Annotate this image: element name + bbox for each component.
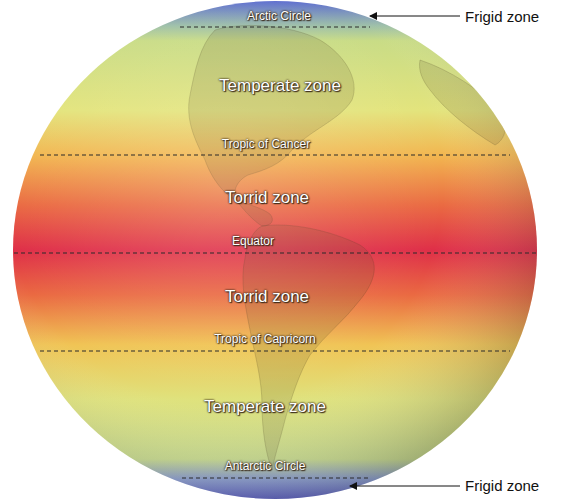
leader-line [350,486,460,487]
zone-label: Temperate zone [204,397,326,417]
circle-label: Arctic Circle [247,10,311,24]
globe-shading [13,1,537,499]
zone-label: Temperate zone [219,76,341,96]
equator-label: Equator [232,235,274,249]
equator-line [14,253,537,254]
globe-body [13,1,537,499]
tropic-label: Tropic of Cancer [222,138,310,152]
zone-callout: Frigid zone [465,477,539,494]
arctic-circle-line [180,27,370,28]
tropic-label: Tropic of Capricorn [214,333,316,347]
zone-callout: Frigid zone [465,8,539,25]
circle-label: Antarctic Circle [225,460,306,474]
zone-label: Torrid zone [225,188,309,208]
latitude-lines [14,27,537,478]
antarctic-circle-line [182,478,368,479]
zone-label: Torrid zone [225,287,309,307]
leader-line [370,16,460,17]
tropic-of-cancer-line [40,155,510,156]
tropic-of-capricorn-line [40,351,510,352]
